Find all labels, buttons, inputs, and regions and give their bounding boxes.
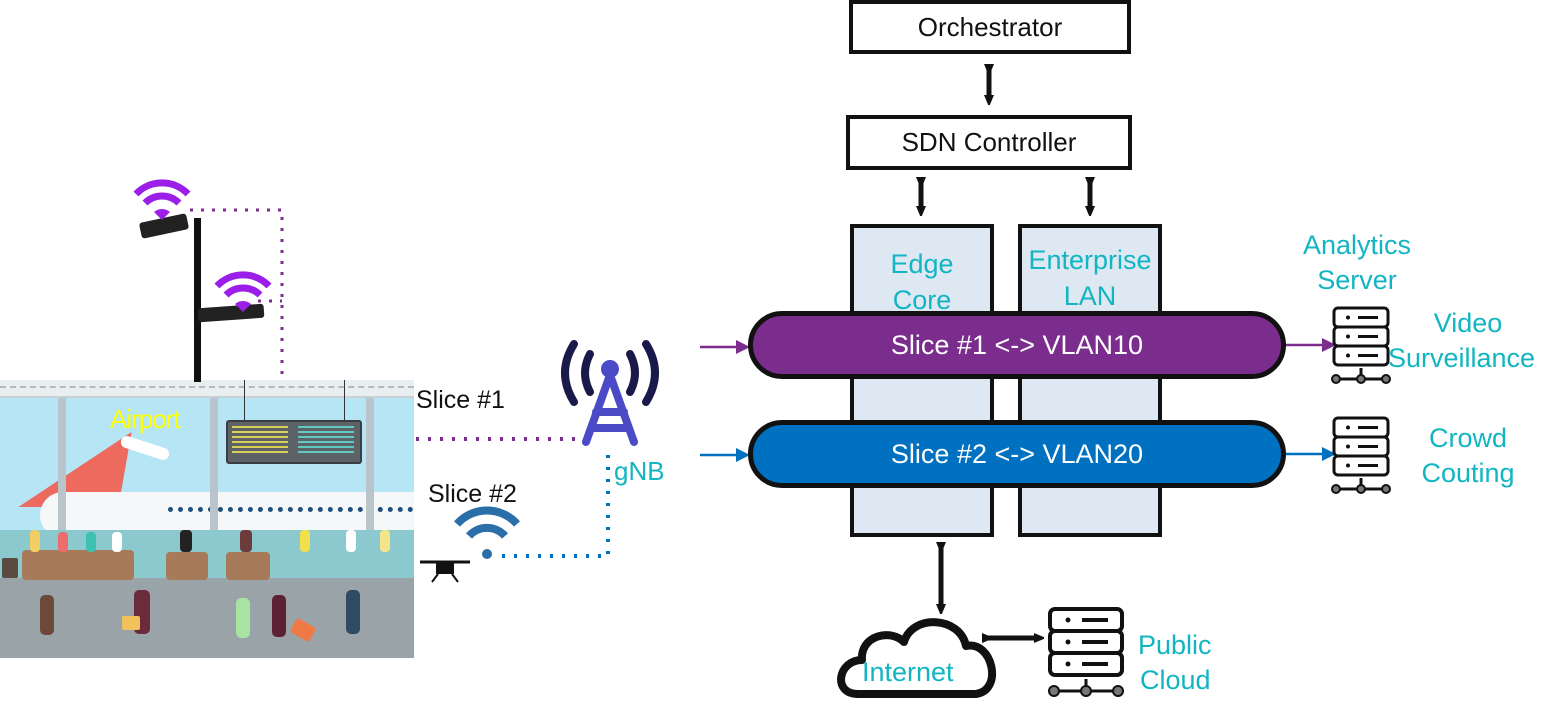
person	[240, 530, 252, 552]
person	[58, 532, 68, 552]
slice1-scene-label: Slice #1	[416, 386, 505, 414]
drone-icon	[420, 560, 470, 583]
person	[346, 590, 360, 634]
internet-cloud-icon	[837, 618, 996, 698]
armchair	[226, 552, 270, 580]
orchestrator-box[interactable]: Orchestrator	[849, 0, 1131, 54]
departure-board	[226, 420, 362, 464]
server-icon	[1331, 416, 1391, 494]
slice2-scene-label: Slice #2	[428, 480, 517, 508]
suitcase	[2, 558, 18, 578]
bench	[22, 550, 134, 580]
person	[380, 530, 390, 552]
crowd-label-line2: Couting	[1421, 458, 1515, 488]
wifi-icon	[454, 506, 520, 559]
person	[112, 532, 122, 552]
enterprise-lan-column[interactable]: Enterprise LAN	[1018, 224, 1162, 537]
crowd-counting-label: Crowd Couting	[1408, 421, 1528, 491]
person	[300, 530, 310, 552]
person	[180, 530, 192, 552]
enterprise-lan-label: Enterprise LAN	[1022, 242, 1158, 314]
gnb-tower-icon	[561, 340, 659, 446]
analytics-title-line2: Server	[1317, 265, 1397, 295]
enterprise-lan-label-line2: LAN	[1063, 281, 1117, 311]
airport-label: Airport	[110, 404, 181, 434]
slice1-camera-link	[190, 208, 284, 378]
armchair	[166, 552, 208, 580]
pillar	[58, 398, 66, 578]
board-panel-teal	[298, 426, 354, 456]
orchestrator-label: Orchestrator	[917, 11, 1063, 42]
edge-core-column[interactable]: Edge Core	[850, 224, 994, 537]
person	[86, 532, 96, 552]
airport-roof	[0, 380, 414, 398]
pillar	[366, 398, 374, 578]
server-icon	[1331, 306, 1391, 384]
slice1-vlan10-pill[interactable]: Slice #1 <-> VLAN10	[748, 311, 1286, 379]
person	[30, 530, 40, 552]
edge-core-label-line2: Core	[892, 285, 952, 315]
board-wire	[344, 380, 345, 420]
person	[236, 598, 250, 638]
terminal-floor	[0, 578, 414, 658]
edge-core-label-line1: Edge	[890, 249, 954, 279]
edge-core-label: Edge Core	[854, 246, 990, 318]
camera-pole	[194, 218, 201, 382]
public-label-line1: Public	[1138, 630, 1212, 660]
public-cloud-label: Public Cloud	[1132, 628, 1222, 698]
public-label-line2: Cloud	[1140, 665, 1211, 695]
server-icon	[1048, 607, 1124, 697]
slice1-vlan10-label: Slice #1 <-> VLAN10	[890, 329, 1144, 360]
roof-dash	[0, 386, 414, 388]
video-surveillance-label: Video Surveillance	[1388, 306, 1543, 376]
sdn-controller-label: SDN Controller	[901, 127, 1077, 157]
board-wire	[244, 380, 245, 420]
slice2-vlan20-pill[interactable]: Slice #2 <-> VLAN20	[748, 420, 1286, 488]
analytics-server-title: Analytics Server	[1292, 228, 1422, 298]
wifi-icon	[133, 179, 191, 220]
pillar	[210, 398, 218, 578]
airport-scene: Airport	[0, 380, 414, 658]
suitcase	[122, 616, 140, 630]
video-label-line1: Video	[1433, 308, 1503, 338]
crowd-label-line1: Crowd	[1428, 423, 1508, 453]
board-panel-yellow	[232, 426, 288, 456]
wifi-icon	[214, 271, 272, 312]
slice2-vlan20-label: Slice #2 <-> VLAN20	[890, 438, 1144, 469]
person	[40, 595, 54, 635]
person	[346, 530, 356, 552]
person	[272, 595, 286, 637]
sdn-controller-box[interactable]: SDN Controller	[846, 115, 1132, 170]
video-label-line2: Surveillance	[1388, 343, 1536, 373]
analytics-title-line1: Analytics	[1302, 230, 1412, 260]
gnb-label: gNB	[614, 456, 665, 486]
plane-windows	[168, 507, 413, 512]
enterprise-lan-label-line1: Enterprise	[1028, 245, 1152, 275]
internet-label: Internet	[862, 657, 954, 687]
